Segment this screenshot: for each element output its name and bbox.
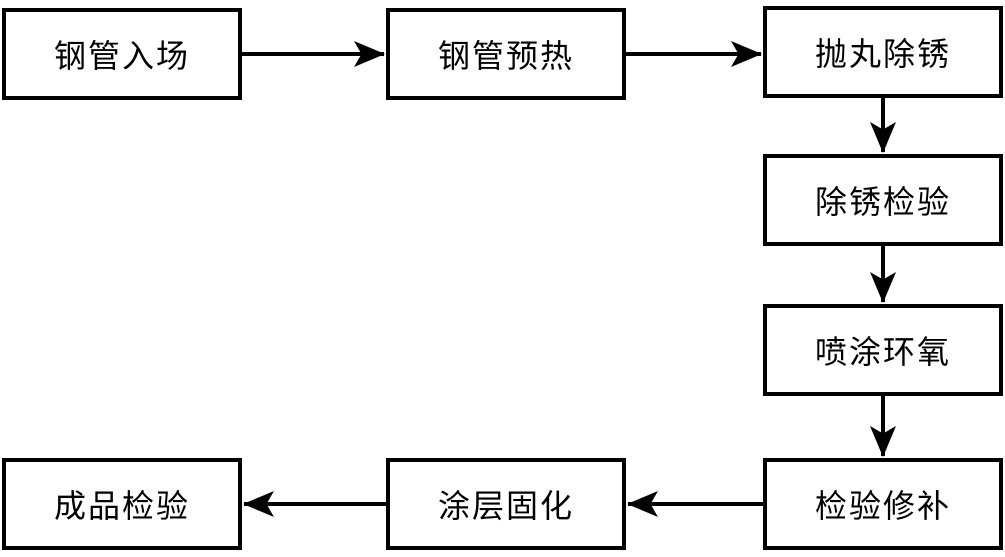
flow-node-inspect-repair: 检验修补 (763, 458, 1003, 550)
flow-node-label: 成品检验 (53, 488, 190, 524)
flow-node-label: 涂层固化 (437, 488, 574, 524)
flow-node-derust-inspection: 除锈检验 (763, 154, 1003, 246)
flow-node-pipe-preheat: 钢管预热 (386, 8, 626, 100)
flow-node-shot-blast-derust: 抛丸除锈 (763, 6, 1003, 98)
flow-node-pipe-entry: 钢管入场 (2, 8, 242, 100)
flow-node-label: 除锈检验 (814, 184, 951, 220)
flow-node-coating-cure: 涂层固化 (386, 458, 626, 550)
flow-node-epoxy-spray: 喷涂环氧 (763, 304, 1003, 396)
flow-node-label: 钢管入场 (53, 38, 190, 74)
flow-node-label: 抛丸除锈 (814, 36, 951, 72)
flow-node-label: 喷涂环氧 (814, 334, 951, 370)
flow-node-final-inspection: 成品检验 (2, 458, 242, 550)
flow-node-label: 检验修补 (814, 488, 951, 524)
flow-node-label: 钢管预热 (437, 38, 574, 74)
